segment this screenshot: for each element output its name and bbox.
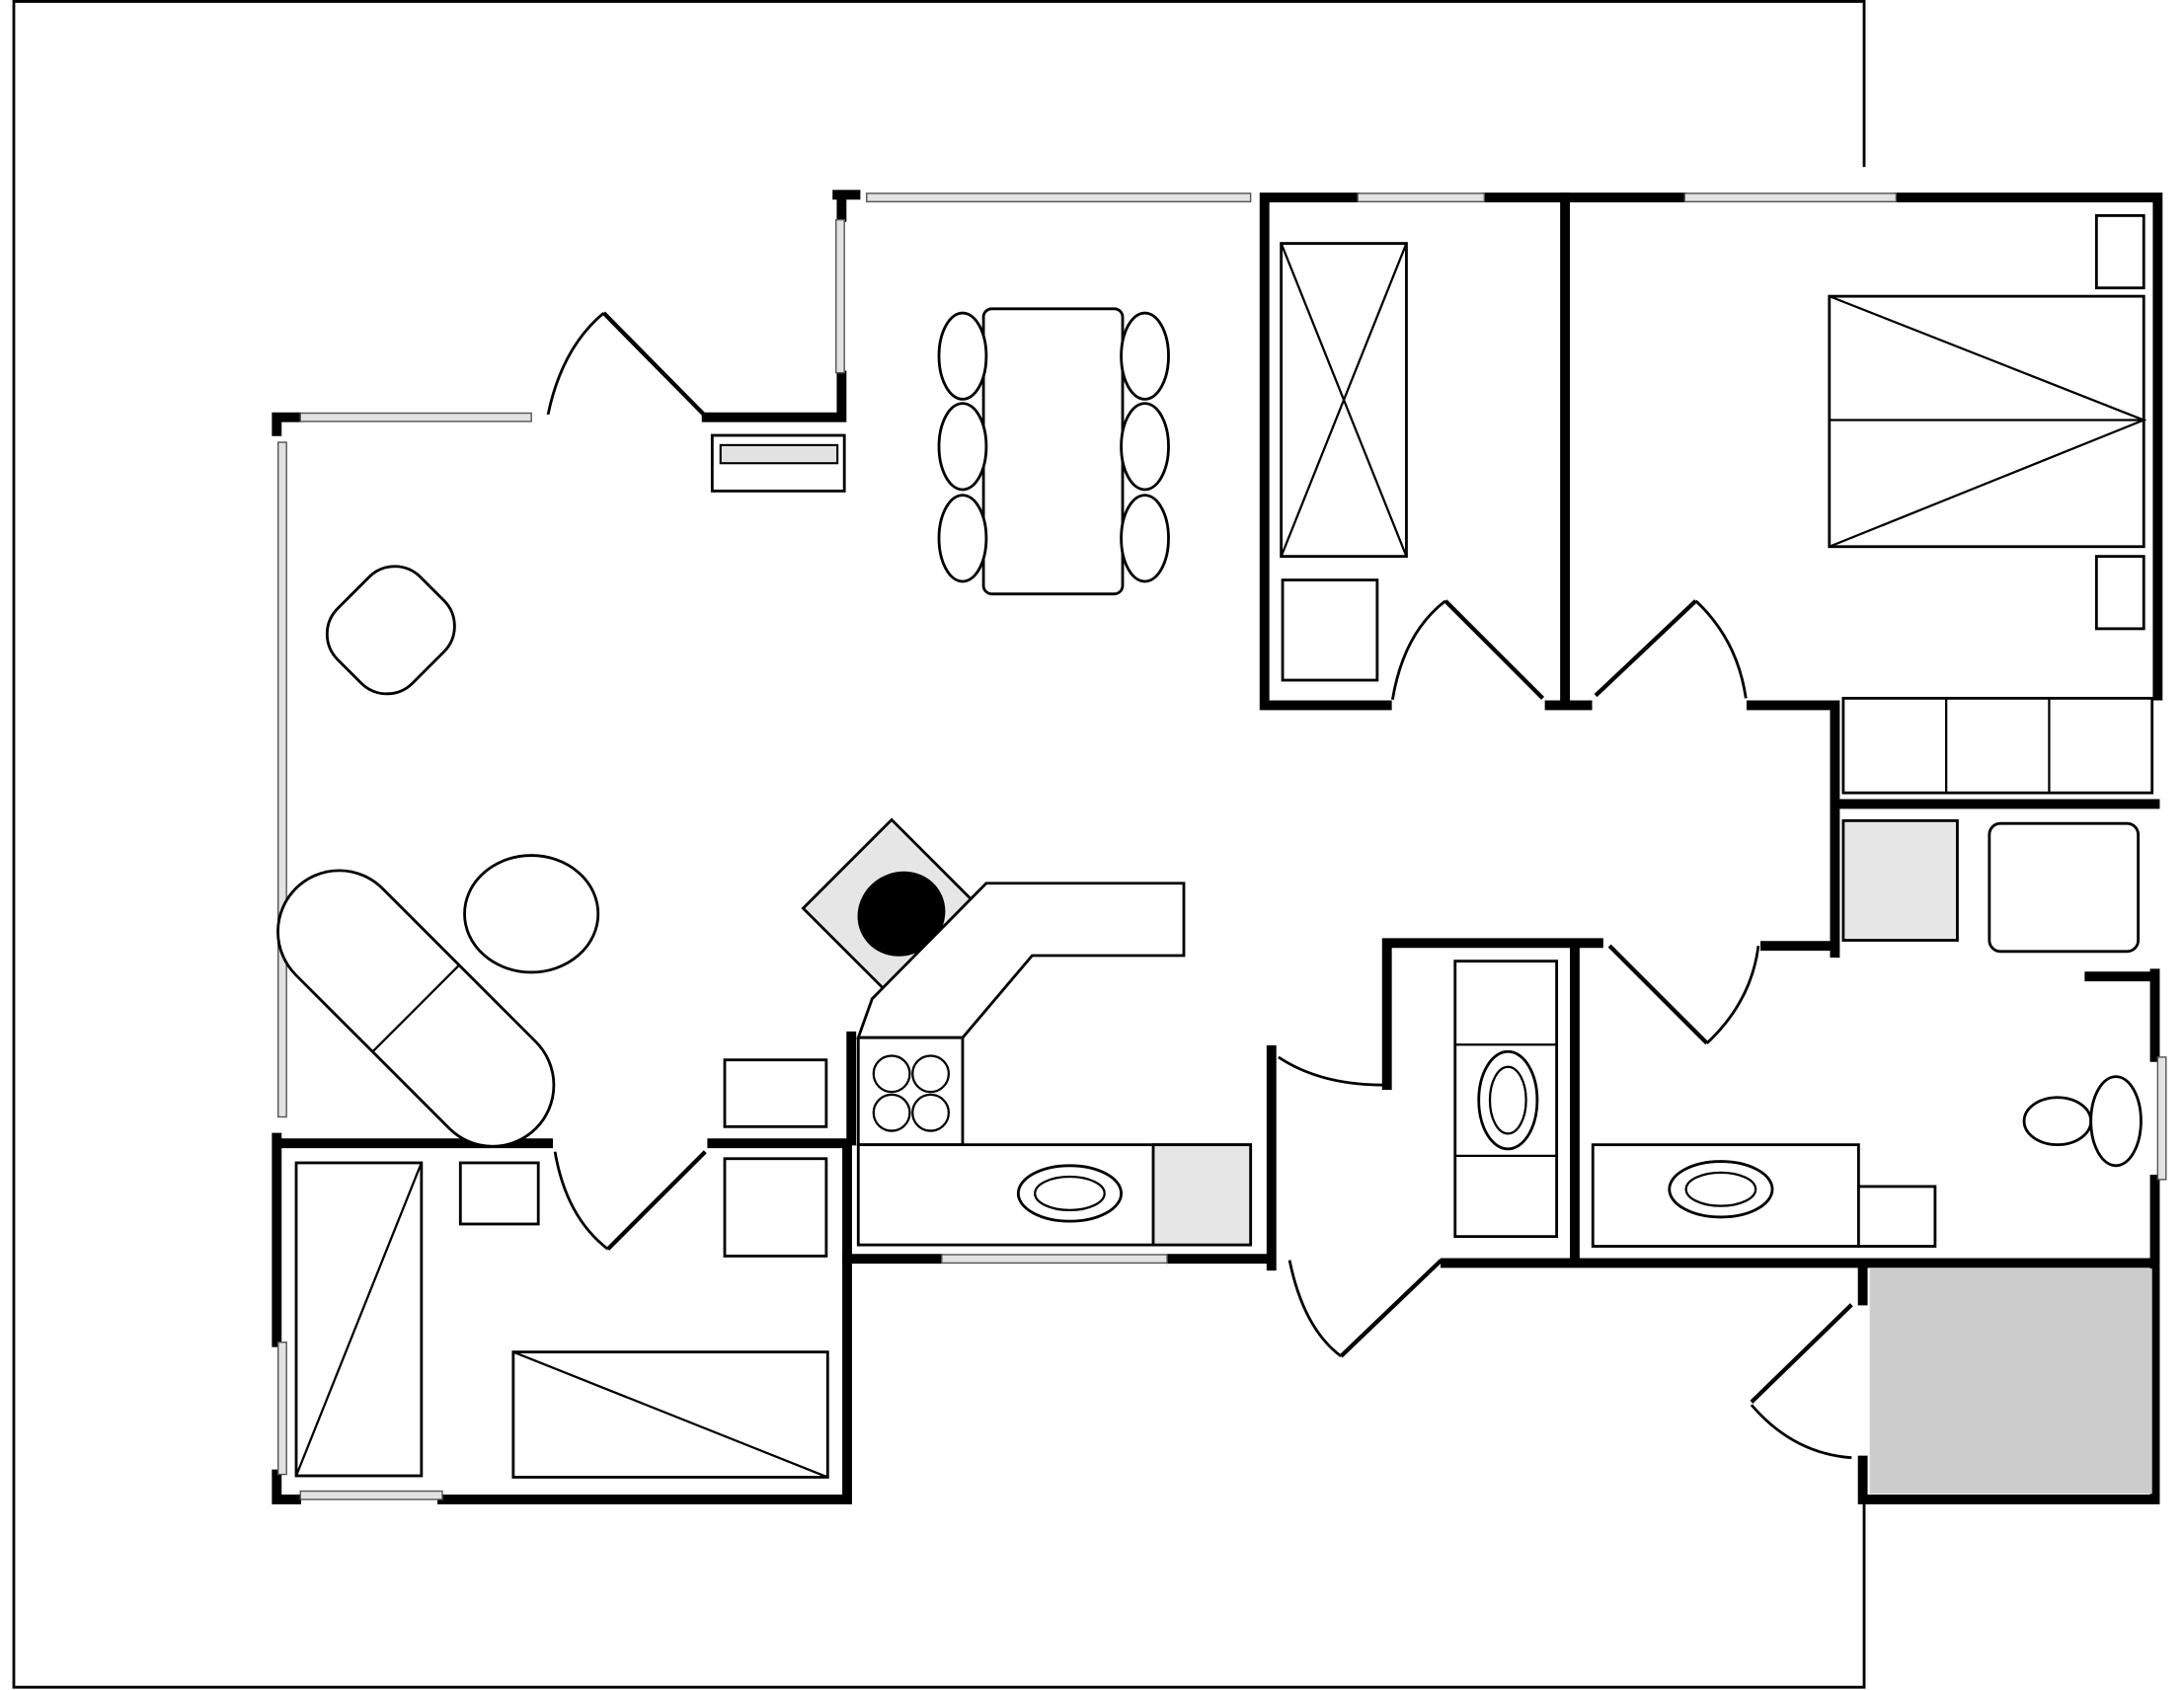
plan-element xyxy=(856,882,1186,1039)
plan-element xyxy=(937,311,988,401)
storage-room xyxy=(1869,1268,2152,1495)
plan-element xyxy=(272,1132,852,1504)
plan-element xyxy=(1339,1259,1443,1358)
kitchen-sink xyxy=(1016,1164,1123,1223)
plan-element xyxy=(835,218,845,374)
stove xyxy=(856,1036,965,1147)
plan-element xyxy=(866,192,1252,203)
windows xyxy=(276,192,2167,1500)
kitchen xyxy=(856,882,1253,1247)
plan-element xyxy=(719,443,839,465)
plan-element xyxy=(1259,192,2163,711)
double-bed xyxy=(1828,294,2145,549)
plan-element xyxy=(723,1058,828,1128)
plan-element xyxy=(1151,1143,1253,1247)
plan-element xyxy=(1278,1055,1383,1087)
plan-element xyxy=(276,869,556,1148)
bedroom-2-furniture xyxy=(1828,213,2154,795)
plan-element xyxy=(937,494,988,583)
plan-element xyxy=(1684,1171,1757,1207)
dining-set xyxy=(937,307,1170,596)
plan-element xyxy=(911,1054,950,1094)
plan-element xyxy=(2094,555,2145,631)
plan-element xyxy=(2156,1056,2167,1181)
radiator xyxy=(710,433,846,493)
dining-table xyxy=(981,307,1125,596)
plan-element xyxy=(546,311,605,416)
plan-element xyxy=(371,963,460,1053)
plan-element xyxy=(1477,1049,1539,1151)
plan-element xyxy=(1120,494,1170,583)
plan-element xyxy=(276,441,287,1118)
walls xyxy=(272,190,2163,1504)
plan-element xyxy=(842,1031,1277,1271)
plan-element xyxy=(1750,1303,1853,1404)
plan-element xyxy=(1454,1043,1557,1158)
plan-element xyxy=(1544,192,2160,959)
plan-element xyxy=(1443,599,1545,700)
plan-element xyxy=(1281,578,1379,682)
plan-element xyxy=(1357,192,1486,203)
bedroom-3-furniture xyxy=(294,1161,829,1479)
plan-element xyxy=(512,1350,828,1479)
armchair xyxy=(325,565,456,696)
plan-element xyxy=(1390,599,1446,700)
plan-element xyxy=(299,412,532,422)
coffee-table xyxy=(463,854,600,974)
plan-element xyxy=(941,1254,1168,1265)
plan-element xyxy=(2094,213,2145,290)
plan-element xyxy=(553,1151,609,1251)
plan-element xyxy=(294,1162,423,1477)
plan-element xyxy=(1120,402,1170,492)
plan-element xyxy=(1120,311,1170,401)
plan-element xyxy=(272,190,861,436)
plan-element xyxy=(1668,1160,1774,1219)
plan-element xyxy=(1280,243,1408,558)
plan-element xyxy=(937,402,988,492)
plan-element xyxy=(1841,818,1959,942)
doors xyxy=(546,311,1853,1460)
plan-element xyxy=(2089,1075,2143,1168)
toilet xyxy=(2022,1096,2093,1147)
plan-element xyxy=(1856,1185,1937,1248)
plan-element xyxy=(1594,599,1697,698)
plan-element xyxy=(1705,945,1760,1044)
fire-pit xyxy=(857,871,946,957)
plan-element xyxy=(601,311,706,417)
plan-element xyxy=(1287,1260,1343,1357)
plan-element xyxy=(276,1342,287,1476)
plan-element xyxy=(1034,1175,1106,1212)
plan-element xyxy=(872,1054,911,1094)
plan-element xyxy=(1829,295,2147,548)
plan-element xyxy=(1750,1404,1852,1460)
plan-element xyxy=(1694,599,1748,699)
plan-element xyxy=(1988,821,2141,954)
plan-element xyxy=(1945,698,2051,794)
plan-element xyxy=(458,1161,540,1226)
plan-element xyxy=(606,1150,707,1251)
living-furniture xyxy=(276,565,828,1258)
plan-element xyxy=(1488,1065,1527,1135)
page-frame xyxy=(12,0,1866,1689)
plan-element xyxy=(1607,944,1709,1045)
plan-element xyxy=(299,1490,443,1500)
plan-element xyxy=(911,1093,950,1132)
bedroom-1-furniture xyxy=(1280,242,1408,682)
plan-element xyxy=(723,1157,828,1258)
plan-element xyxy=(1381,938,2160,1504)
plan-element xyxy=(1841,696,2154,795)
plan-element xyxy=(872,1093,911,1132)
plan-element xyxy=(1683,192,1898,203)
utility-and-bath xyxy=(1453,818,2143,1248)
